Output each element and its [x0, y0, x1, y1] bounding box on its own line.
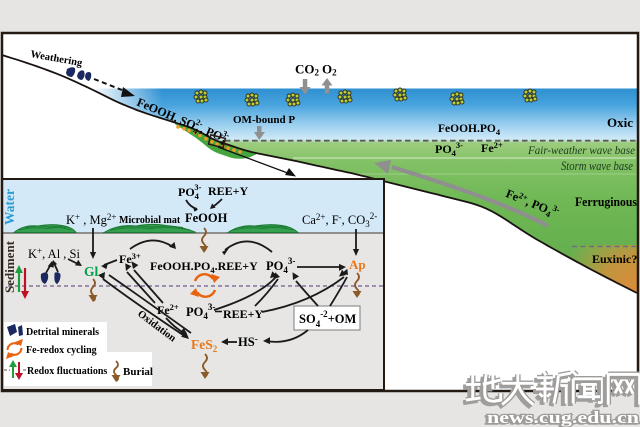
svg-text:PO43-: PO43- [178, 182, 202, 201]
svg-text:news.cug.edu.cn: news.cug.edu.cn [487, 408, 639, 427]
svg-text:Detrital minerals: Detrital minerals [26, 327, 99, 338]
svg-text:Ferruginous: Ferruginous [575, 194, 637, 209]
svg-text:FeOOH.PO4: FeOOH.PO4 [438, 123, 501, 137]
svg-text:HS-: HS- [238, 334, 258, 349]
svg-text:OM-bound P: OM-bound P [233, 114, 295, 126]
svg-text:Oxic: Oxic [607, 115, 633, 130]
svg-text:K+, Al , Si: K+, Al , Si [28, 246, 80, 261]
svg-text:Burial: Burial [123, 366, 153, 378]
svg-text:news.cug.edu.cn: news.cug.edu.cn [487, 408, 639, 427]
svg-text:Ap: Ap [349, 257, 366, 272]
svg-text:Gl: Gl [84, 264, 99, 279]
svg-text:Microbial mat: Microbial mat [119, 215, 181, 226]
svg-text:Fair-weather wave base: Fair-weather wave base [527, 143, 636, 157]
svg-text:FeOOH.PO4.REE+Y: FeOOH.PO4.REE+Y [150, 259, 258, 275]
svg-text:REE+Y: REE+Y [223, 307, 264, 321]
svg-text:Water: Water [2, 189, 17, 225]
svg-text:SO4-2+OM: SO4-2+OM [299, 309, 357, 329]
svg-text:FeS2: FeS2 [191, 337, 218, 354]
svg-text:Redox fluctuations: Redox fluctuations [27, 366, 107, 377]
svg-text:Euxinic?: Euxinic? [592, 252, 637, 266]
svg-text:Fe-redox cycling: Fe-redox cycling [26, 345, 97, 356]
svg-text:Sediment: Sediment [2, 240, 17, 293]
svg-text:FeOOH: FeOOH [185, 211, 228, 225]
svg-text:REE+Y: REE+Y [208, 184, 249, 198]
svg-text:news.cug.edu.cn: news.cug.edu.cn [485, 409, 637, 427]
svg-text:Storm wave base: Storm wave base [561, 159, 633, 173]
svg-text:CO2: CO2 [295, 62, 320, 78]
